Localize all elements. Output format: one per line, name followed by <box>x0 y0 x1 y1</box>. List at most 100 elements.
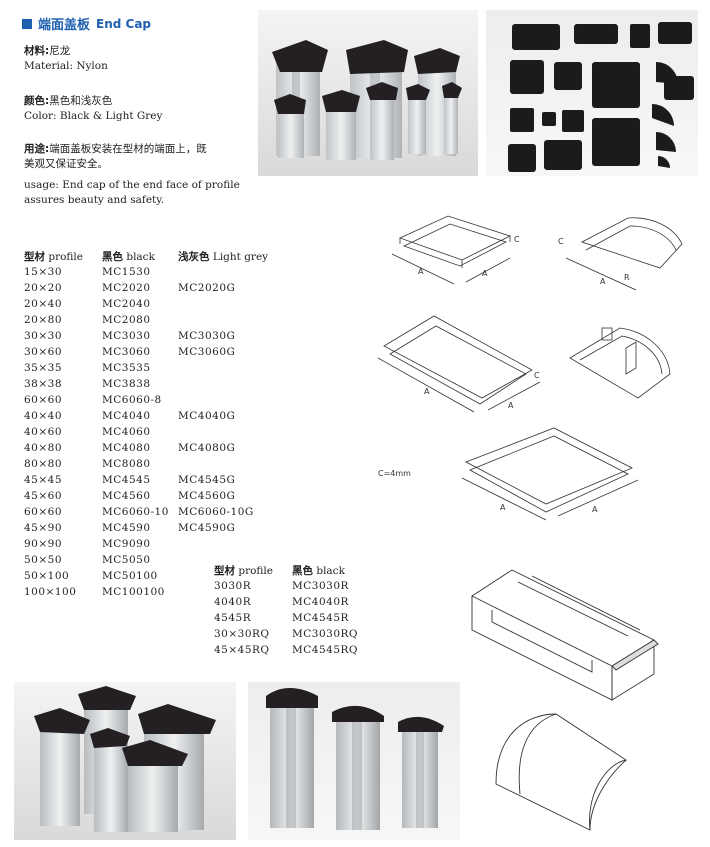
cell-black: MC4545R <box>292 612 349 624</box>
col-profile-header: 型材 profile <box>24 250 83 263</box>
cell-grey: MC3060G <box>178 346 236 358</box>
cell-black: MC3535 <box>102 362 151 374</box>
usage-en-2: assures beauty and safety. <box>24 194 165 206</box>
material-label: 材料: <box>24 45 50 57</box>
cell-grey <box>178 392 268 408</box>
cell-grey: MC4590G <box>178 522 236 534</box>
dim-a-1: A <box>418 267 424 276</box>
cell-black: MC8080 <box>102 458 151 470</box>
photo-caps-on-profiles <box>258 10 478 176</box>
cell-profile: 20×40 <box>24 298 63 310</box>
title-en: End Cap <box>96 16 152 31</box>
cell-grey: MC4040G <box>178 410 236 422</box>
dim-a-5: A <box>508 401 514 410</box>
drawing-long-cap <box>377 315 541 413</box>
page-title: 端面盖板 End Cap <box>22 14 151 33</box>
col-black-header: 黑色 black <box>102 250 155 263</box>
technical-drawings: A A C C A R A A C <box>370 198 700 558</box>
cell-black: MC4040 <box>102 410 151 422</box>
cell-grey <box>178 456 268 472</box>
table-row: 30×60 MC3060 MC3060G <box>24 344 268 360</box>
cell-black: MC2040 <box>102 298 151 310</box>
cell-black: MC4080 <box>102 442 151 454</box>
cell-black: MC50100 <box>102 570 158 582</box>
cell-grey: MC6060-10G <box>178 506 254 518</box>
col-profile-header: 型材 profile <box>214 564 273 577</box>
usage-block: 用途:端面盖板安装在型材的端面上，既 美观又保证安全。 usage: End c… <box>24 142 240 208</box>
material-block: 材料:尼龙 Material: Nylon <box>24 44 108 74</box>
cell-grey <box>178 296 268 312</box>
cell-grey: MC4080G <box>178 442 236 454</box>
color-block: 颜色:黑色和浅灰色 Color: Black & Light Grey <box>24 94 162 124</box>
dim-a-7: A <box>592 505 598 514</box>
drawing-round-cap-underside <box>569 327 671 399</box>
cell-profile: 100×100 <box>24 586 77 598</box>
cell-grey <box>178 536 268 552</box>
cell-grey: MC4545G <box>178 474 236 486</box>
usage-en-1: usage: End cap of the end face of profil… <box>24 179 240 191</box>
cell-profile: 60×60 <box>24 394 63 406</box>
cell-profile: 20×20 <box>24 282 63 294</box>
cell-black: MC3060 <box>102 346 151 358</box>
cell-profile: 90×90 <box>24 538 63 550</box>
dim-a-2: A <box>482 269 488 278</box>
cell-black: MC4040R <box>292 596 349 608</box>
cell-black: MC3030RQ <box>292 628 359 640</box>
cell-grey <box>178 376 268 392</box>
cell-profile: 20×80 <box>24 314 63 326</box>
table-row: 20×20 MC2020 MC2020G <box>24 280 268 296</box>
spec-table-main: 型材 profile 黑色 black 浅灰色 Light grey 15×30… <box>24 248 268 600</box>
cell-grey: MC4560G <box>178 490 236 502</box>
color-value: 黑色和浅灰色 <box>49 95 113 107</box>
cell-grey <box>178 312 268 328</box>
table-header-row: 型材 profile 黑色 black <box>214 562 358 578</box>
cell-grey: MC2020G <box>178 282 236 294</box>
cell-black: MC3838 <box>102 378 151 390</box>
cell-profile: 45×45 <box>24 474 63 486</box>
cell-profile: 30×60 <box>24 346 63 358</box>
color-en: Color: Black & Light Grey <box>24 110 163 122</box>
usage-value-1: 端面盖板安装在型材的端面上，既 <box>49 143 207 155</box>
cell-grey: MC3030G <box>178 330 236 342</box>
cell-profile: 4545R <box>214 612 252 624</box>
cell-black: MC2020 <box>102 282 151 294</box>
cell-profile: 45×45RQ <box>214 644 270 656</box>
cell-profile: 30×30 <box>24 330 63 342</box>
dim-r: R <box>624 273 630 282</box>
cell-grey <box>178 424 268 440</box>
col-black-header: 黑色 black <box>292 564 345 577</box>
cell-profile: 45×90 <box>24 522 63 534</box>
drawing-profile-with-cap <box>462 566 662 712</box>
col-grey-header: 浅灰色 Light grey <box>178 250 269 263</box>
photo-square-caps <box>14 682 236 840</box>
dim-c-3: C <box>534 371 540 380</box>
material-en: Material: Nylon <box>24 60 108 72</box>
cell-black: MC5050 <box>102 554 151 566</box>
table-row: 50×100 MC50100 <box>24 568 268 584</box>
drawing-square-cap <box>391 215 512 285</box>
drawing-round-cap <box>565 217 683 291</box>
cell-profile: 35×35 <box>24 362 63 374</box>
cell-profile: 40×60 <box>24 426 63 438</box>
usage-value-2: 美观又保证安全。 <box>24 158 108 170</box>
usage-label: 用途: <box>24 143 50 155</box>
dim-a-4: A <box>424 387 430 396</box>
cell-profile: 50×100 <box>24 570 70 582</box>
table-header-row: 型材 profile 黑色 black 浅灰色 Light grey <box>24 248 268 264</box>
